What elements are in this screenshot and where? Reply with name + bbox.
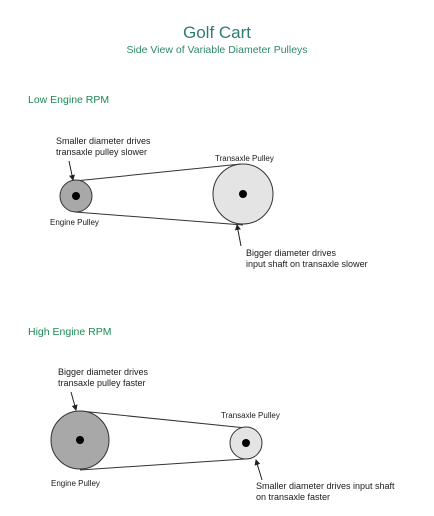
- high-rpm-engine-label: Engine Pulley: [51, 479, 100, 488]
- low-rpm-belt-bottom: [74, 211, 244, 226]
- high-rpm-top-note: Bigger diameter drives transaxle pulley …: [58, 367, 148, 389]
- high-rpm-belt-bottom: [79, 458, 246, 471]
- low-rpm-engine-label: Engine Pulley: [50, 218, 99, 227]
- high-rpm-bottom-arrow: [254, 459, 263, 481]
- low-rpm-top-arrow: [68, 160, 75, 181]
- low-rpm-heading: Low Engine RPM: [28, 94, 110, 106]
- high-rpm-engine-axle: [76, 436, 84, 444]
- page-title: Golf Cart: [182, 23, 252, 42]
- low-rpm-belt-top: [74, 163, 242, 182]
- low-rpm-bottom-note-line-1: Bigger diameter drives: [246, 248, 337, 258]
- high-rpm-transaxle-label: Transaxle Pulley: [221, 411, 280, 420]
- low-rpm-top-note: Smaller diameter drives transaxle pulley…: [56, 136, 151, 158]
- low-rpm-bottom-arrow: [234, 224, 242, 247]
- high-rpm-top-arrow: [70, 391, 78, 411]
- high-rpm-bottom-note: Smaller diameter drives input shaft on t…: [256, 481, 395, 503]
- low-rpm-transaxle-label: Transaxle Pulley: [215, 154, 274, 163]
- low-rpm-bottom-note: Bigger diameter drives input shaft on tr…: [246, 248, 368, 270]
- high-rpm-belt-top: [79, 410, 247, 429]
- low-rpm-transaxle-axle: [239, 190, 247, 198]
- high-rpm-bottom-note-line-2: on transaxle faster: [256, 492, 331, 502]
- low-rpm-bottom-note-line-2: input shaft on transaxle slower: [246, 259, 368, 269]
- high-rpm-transaxle-axle: [242, 439, 250, 447]
- low-rpm-top-note-line-2: transaxle pulley slower: [56, 147, 148, 157]
- high-rpm-top-note-line-2: transaxle pulley faster: [58, 378, 146, 388]
- page-subtitle: Side View of Variable Diameter Pulleys: [126, 44, 308, 56]
- low-rpm-engine-axle: [72, 192, 80, 200]
- high-rpm-top-note-line-1: Bigger diameter drives: [58, 367, 149, 377]
- high-rpm-bottom-note-line-1: Smaller diameter drives input shaft: [256, 481, 395, 491]
- low-rpm-top-note-line-1: Smaller diameter drives: [56, 136, 151, 146]
- high-rpm-heading: High Engine RPM: [28, 326, 112, 338]
